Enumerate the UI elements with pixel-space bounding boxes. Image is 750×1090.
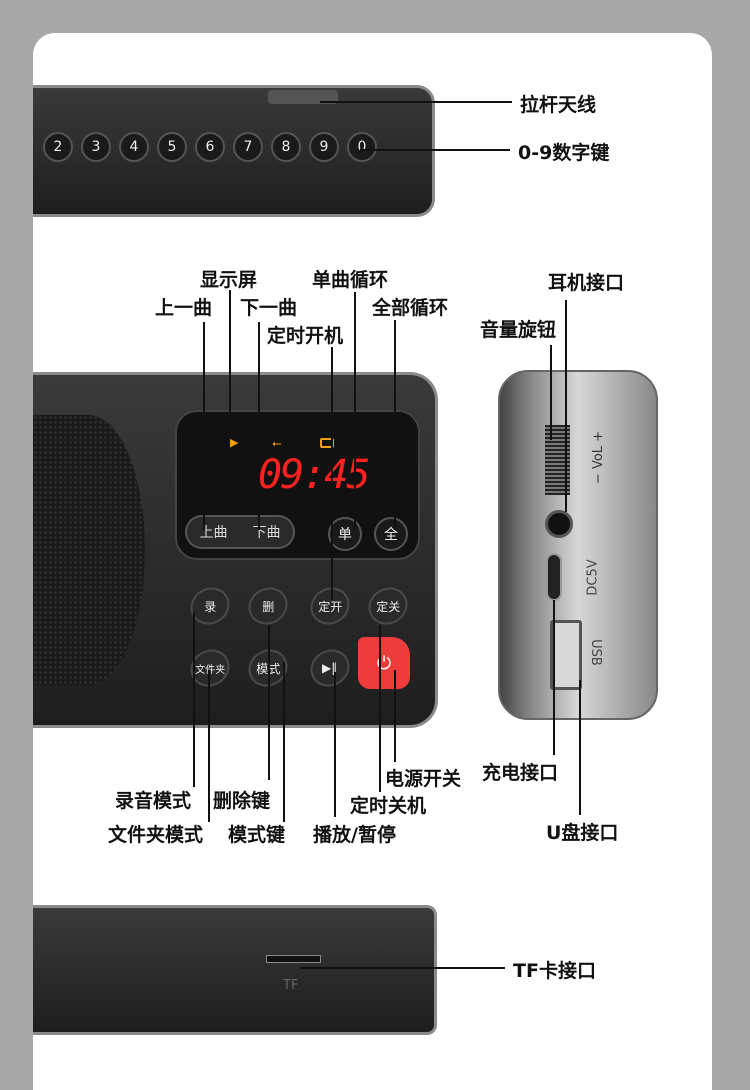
key-5[interactable]: 5 — [157, 132, 187, 162]
label-tf-port: TF卡接口 — [513, 960, 596, 982]
label-delete-key: 删除键 — [213, 790, 271, 812]
keypad: 2 3 4 5 6 7 8 9 0 — [33, 132, 383, 168]
all-loop-button[interactable]: 全 — [374, 517, 408, 551]
leader-line — [320, 101, 512, 103]
speaker-grille — [33, 415, 145, 685]
key-3[interactable]: 3 — [81, 132, 111, 162]
leader-line — [334, 672, 336, 817]
label-play-pause: 播放/暂停 — [313, 824, 396, 846]
radio-bottom-view — [33, 905, 437, 1035]
volume-text: − VoL + — [591, 430, 607, 485]
leader-line — [193, 612, 195, 787]
label-antenna: 拉杆天线 — [520, 94, 597, 116]
label-display: 显示屏 — [200, 269, 258, 291]
leader-line — [268, 625, 270, 780]
key-6[interactable]: 6 — [195, 132, 225, 162]
key-4[interactable]: 4 — [119, 132, 149, 162]
timer-on-label: 定开 — [317, 599, 343, 614]
usb-text: USB — [587, 639, 603, 666]
key-9[interactable]: 9 — [309, 132, 339, 162]
label-mode-key: 模式键 — [228, 824, 286, 846]
leader-line — [208, 670, 210, 822]
timer-off-label: 定关 — [375, 599, 401, 614]
power-button[interactable]: ⏻ — [358, 637, 410, 689]
leader-line — [283, 662, 285, 822]
label-earphone: 耳机接口 — [548, 272, 625, 294]
led-clock: 09:45 — [258, 452, 370, 498]
leader-line — [379, 625, 381, 792]
leader-line — [565, 300, 567, 512]
label-prev: 上一曲 — [155, 297, 213, 319]
label-timer-off: 定时关机 — [350, 795, 427, 817]
label-folder-mode: 文件夹模式 — [108, 824, 204, 846]
dc-text: DC5V — [585, 559, 601, 596]
label-power-switch: 电源开关 — [385, 768, 462, 790]
usb-a-port — [550, 620, 582, 690]
leader-line — [553, 600, 555, 755]
label-all-loop: 全部循环 — [372, 297, 449, 319]
earphone-jack — [545, 510, 573, 538]
leader-line — [354, 292, 356, 530]
leader-line — [360, 149, 510, 151]
key-0[interactable]: 0 — [347, 132, 377, 162]
single-loop-button[interactable]: 单 — [328, 517, 362, 551]
tf-text: TF — [283, 978, 299, 993]
label-record-mode: 录音模式 — [115, 790, 192, 812]
label-volume-knob: 音量旋钮 — [480, 319, 557, 341]
usb-c-port — [546, 553, 562, 601]
tf-slot — [266, 955, 321, 963]
key-8[interactable]: 8 — [271, 132, 301, 162]
antenna — [268, 90, 338, 104]
loop-icons — [320, 438, 334, 448]
label-usb-port: U盘接口 — [546, 822, 619, 844]
label-timer-on: 定时开机 — [267, 325, 344, 347]
label-single-loop: 单曲循环 — [312, 269, 389, 291]
key-2[interactable]: 2 — [43, 132, 73, 162]
leader-line — [394, 670, 396, 762]
leader-line — [550, 345, 552, 440]
leader-line — [579, 680, 581, 815]
leader-line — [331, 347, 333, 600]
leader-line — [394, 320, 396, 530]
label-next: 下一曲 — [240, 297, 298, 319]
key-7[interactable]: 7 — [233, 132, 263, 162]
next-button[interactable]: 下曲 — [252, 525, 281, 541]
record-label: 录 — [203, 599, 217, 614]
usb-icon: ⭠ — [272, 436, 282, 450]
delete-label: 删 — [261, 599, 275, 614]
leader-line — [203, 322, 205, 530]
prev-button[interactable]: 上曲 — [199, 525, 228, 541]
label-number-keys: 0-9数字键 — [518, 142, 610, 164]
play-indicator-icon: ▶ — [230, 436, 239, 449]
prev-next-button[interactable]: 上曲 下曲 — [185, 515, 295, 549]
label-charge-port: 充电接口 — [482, 762, 559, 784]
folder-label: 文件夹 — [195, 664, 225, 676]
leader-line — [258, 322, 260, 530]
leader-line — [300, 967, 505, 969]
leader-line — [229, 290, 231, 430]
